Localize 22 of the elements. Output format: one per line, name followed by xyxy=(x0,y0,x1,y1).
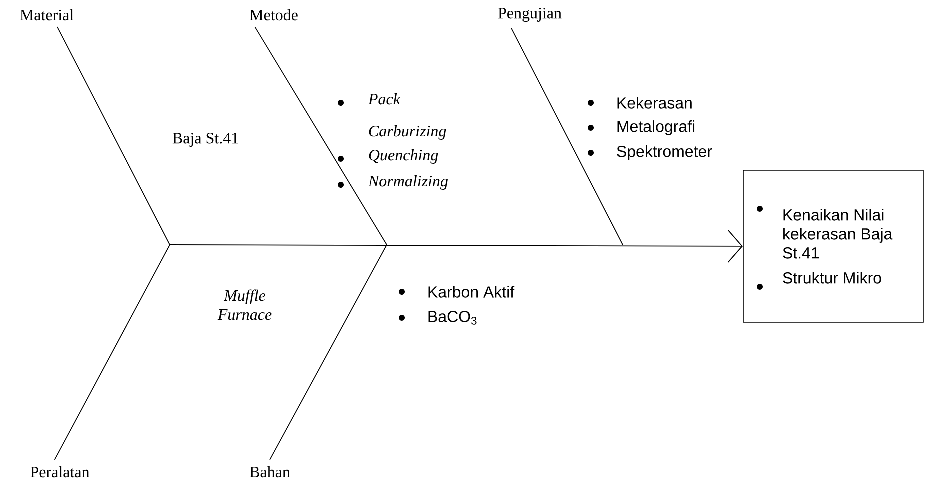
cause-item: Normalizing xyxy=(368,175,448,190)
cause-item: Metalografi xyxy=(618,120,695,136)
cause-item: Spektrometer xyxy=(617,146,712,160)
bone-line xyxy=(270,244,388,460)
cause-item: Pack Carburizing xyxy=(368,93,446,140)
cause-text: Baja St.41 xyxy=(172,133,238,147)
category-label: Material xyxy=(20,9,74,21)
bone-line xyxy=(54,244,170,460)
category-label: Peralatan xyxy=(30,466,90,478)
bone-line xyxy=(254,26,388,246)
effect-box: Kenaikan Nilai kekerasan Baja St.41 Struktur Mikro xyxy=(743,170,924,323)
bone-line xyxy=(511,28,624,246)
category-label: Metode xyxy=(250,9,298,21)
bone-line xyxy=(57,26,170,246)
spine-arrow xyxy=(170,230,743,263)
cause-item: Karbon Aktif xyxy=(428,286,515,298)
cause-item: Kekerasan xyxy=(618,97,692,109)
cause-text: Muffle Furnace xyxy=(218,290,272,320)
category-label: Pengujian xyxy=(498,8,562,22)
category-label: Bahan xyxy=(250,466,290,478)
cause-item: BaCO$_{3}$ xyxy=(428,311,477,325)
cause-item: Quenching xyxy=(369,149,438,164)
